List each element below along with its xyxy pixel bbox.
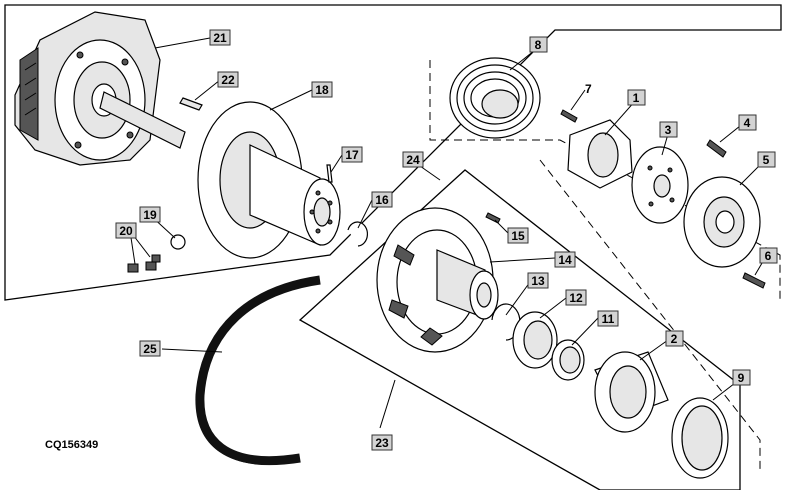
callout-25: 25 <box>139 340 161 357</box>
svg-text:4: 4 <box>744 116 751 130</box>
svg-text:13: 13 <box>531 274 545 288</box>
drive-belt-part <box>192 270 321 468</box>
screw-part-7 <box>560 109 578 123</box>
svg-text:7: 7 <box>585 82 592 96</box>
callout-17: 17 <box>341 146 363 163</box>
svg-text:1: 1 <box>633 91 640 105</box>
screw-part-15 <box>485 212 501 224</box>
svg-text:15: 15 <box>511 229 525 243</box>
alignment-dash-top <box>429 60 781 300</box>
svg-text:22: 22 <box>221 73 235 87</box>
callout-6: 6 <box>759 247 778 264</box>
callout-19: 19 <box>139 206 161 223</box>
driven-pulley-part <box>376 207 499 353</box>
svg-text:14: 14 <box>558 253 572 267</box>
engine-part <box>14 11 186 166</box>
callout-8: 8 <box>529 36 548 53</box>
alignment-dash-bottom <box>539 159 761 470</box>
figure-code: CQ156349 <box>45 439 98 451</box>
svg-text:16: 16 <box>375 193 389 207</box>
callout-20: 20 <box>115 222 137 239</box>
callout-24: 24 <box>402 151 424 168</box>
cover-part <box>683 176 761 268</box>
callout-7: 7 <box>585 82 592 96</box>
callout-9: 9 <box>732 369 751 386</box>
key-part <box>179 97 203 111</box>
cam-part <box>567 119 633 189</box>
callout-22: 22 <box>217 71 239 88</box>
plate-part <box>631 146 689 224</box>
callout-4: 4 <box>738 114 757 131</box>
snap-ring-part <box>347 221 368 247</box>
callout-2: 2 <box>665 330 684 347</box>
callout-5: 5 <box>757 151 776 168</box>
bolt-part <box>742 272 766 289</box>
pin-part <box>326 164 333 183</box>
svg-text:11: 11 <box>602 312 615 326</box>
callout-18: 18 <box>311 81 333 98</box>
callout-15: 15 <box>507 227 529 244</box>
svg-text:21: 21 <box>213 31 227 45</box>
callout-13: 13 <box>527 272 549 289</box>
svg-text:9: 9 <box>738 371 745 385</box>
engine-group-frame <box>4 4 782 301</box>
svg-text:19: 19 <box>143 208 157 222</box>
svg-text:18: 18 <box>315 83 329 97</box>
callout-12: 12 <box>565 289 587 306</box>
svg-text:17: 17 <box>345 148 359 162</box>
svg-text:24: 24 <box>406 153 420 167</box>
svg-text:12: 12 <box>569 291 583 305</box>
callout-16: 16 <box>371 191 393 208</box>
callout-11: 11 <box>597 310 619 327</box>
ball-part <box>170 234 186 250</box>
ring-part <box>671 397 729 479</box>
spring-part <box>449 57 541 139</box>
bushing-part-11 <box>551 339 585 381</box>
ramp-part <box>594 351 669 433</box>
svg-text:3: 3 <box>665 123 672 137</box>
svg-text:6: 6 <box>765 249 772 263</box>
svg-text:20: 20 <box>119 224 133 238</box>
svg-text:8: 8 <box>535 38 542 52</box>
callout-21: 21 <box>209 29 231 46</box>
svg-text:25: 25 <box>143 342 157 356</box>
set-screws-part <box>127 254 161 273</box>
clutch-assembly-frame <box>298 169 741 490</box>
drive-disc-part <box>197 101 341 259</box>
grease-fitting-part <box>706 139 727 158</box>
svg-text:23: 23 <box>375 436 389 450</box>
svg-text:5: 5 <box>763 153 770 167</box>
callout-14: 14 <box>554 251 576 268</box>
callout-23: 23 <box>371 434 393 451</box>
bushing-part-12 <box>512 311 558 369</box>
callout-3: 3 <box>659 121 678 138</box>
svg-text:2: 2 <box>671 332 678 346</box>
callout-1: 1 <box>627 89 646 106</box>
